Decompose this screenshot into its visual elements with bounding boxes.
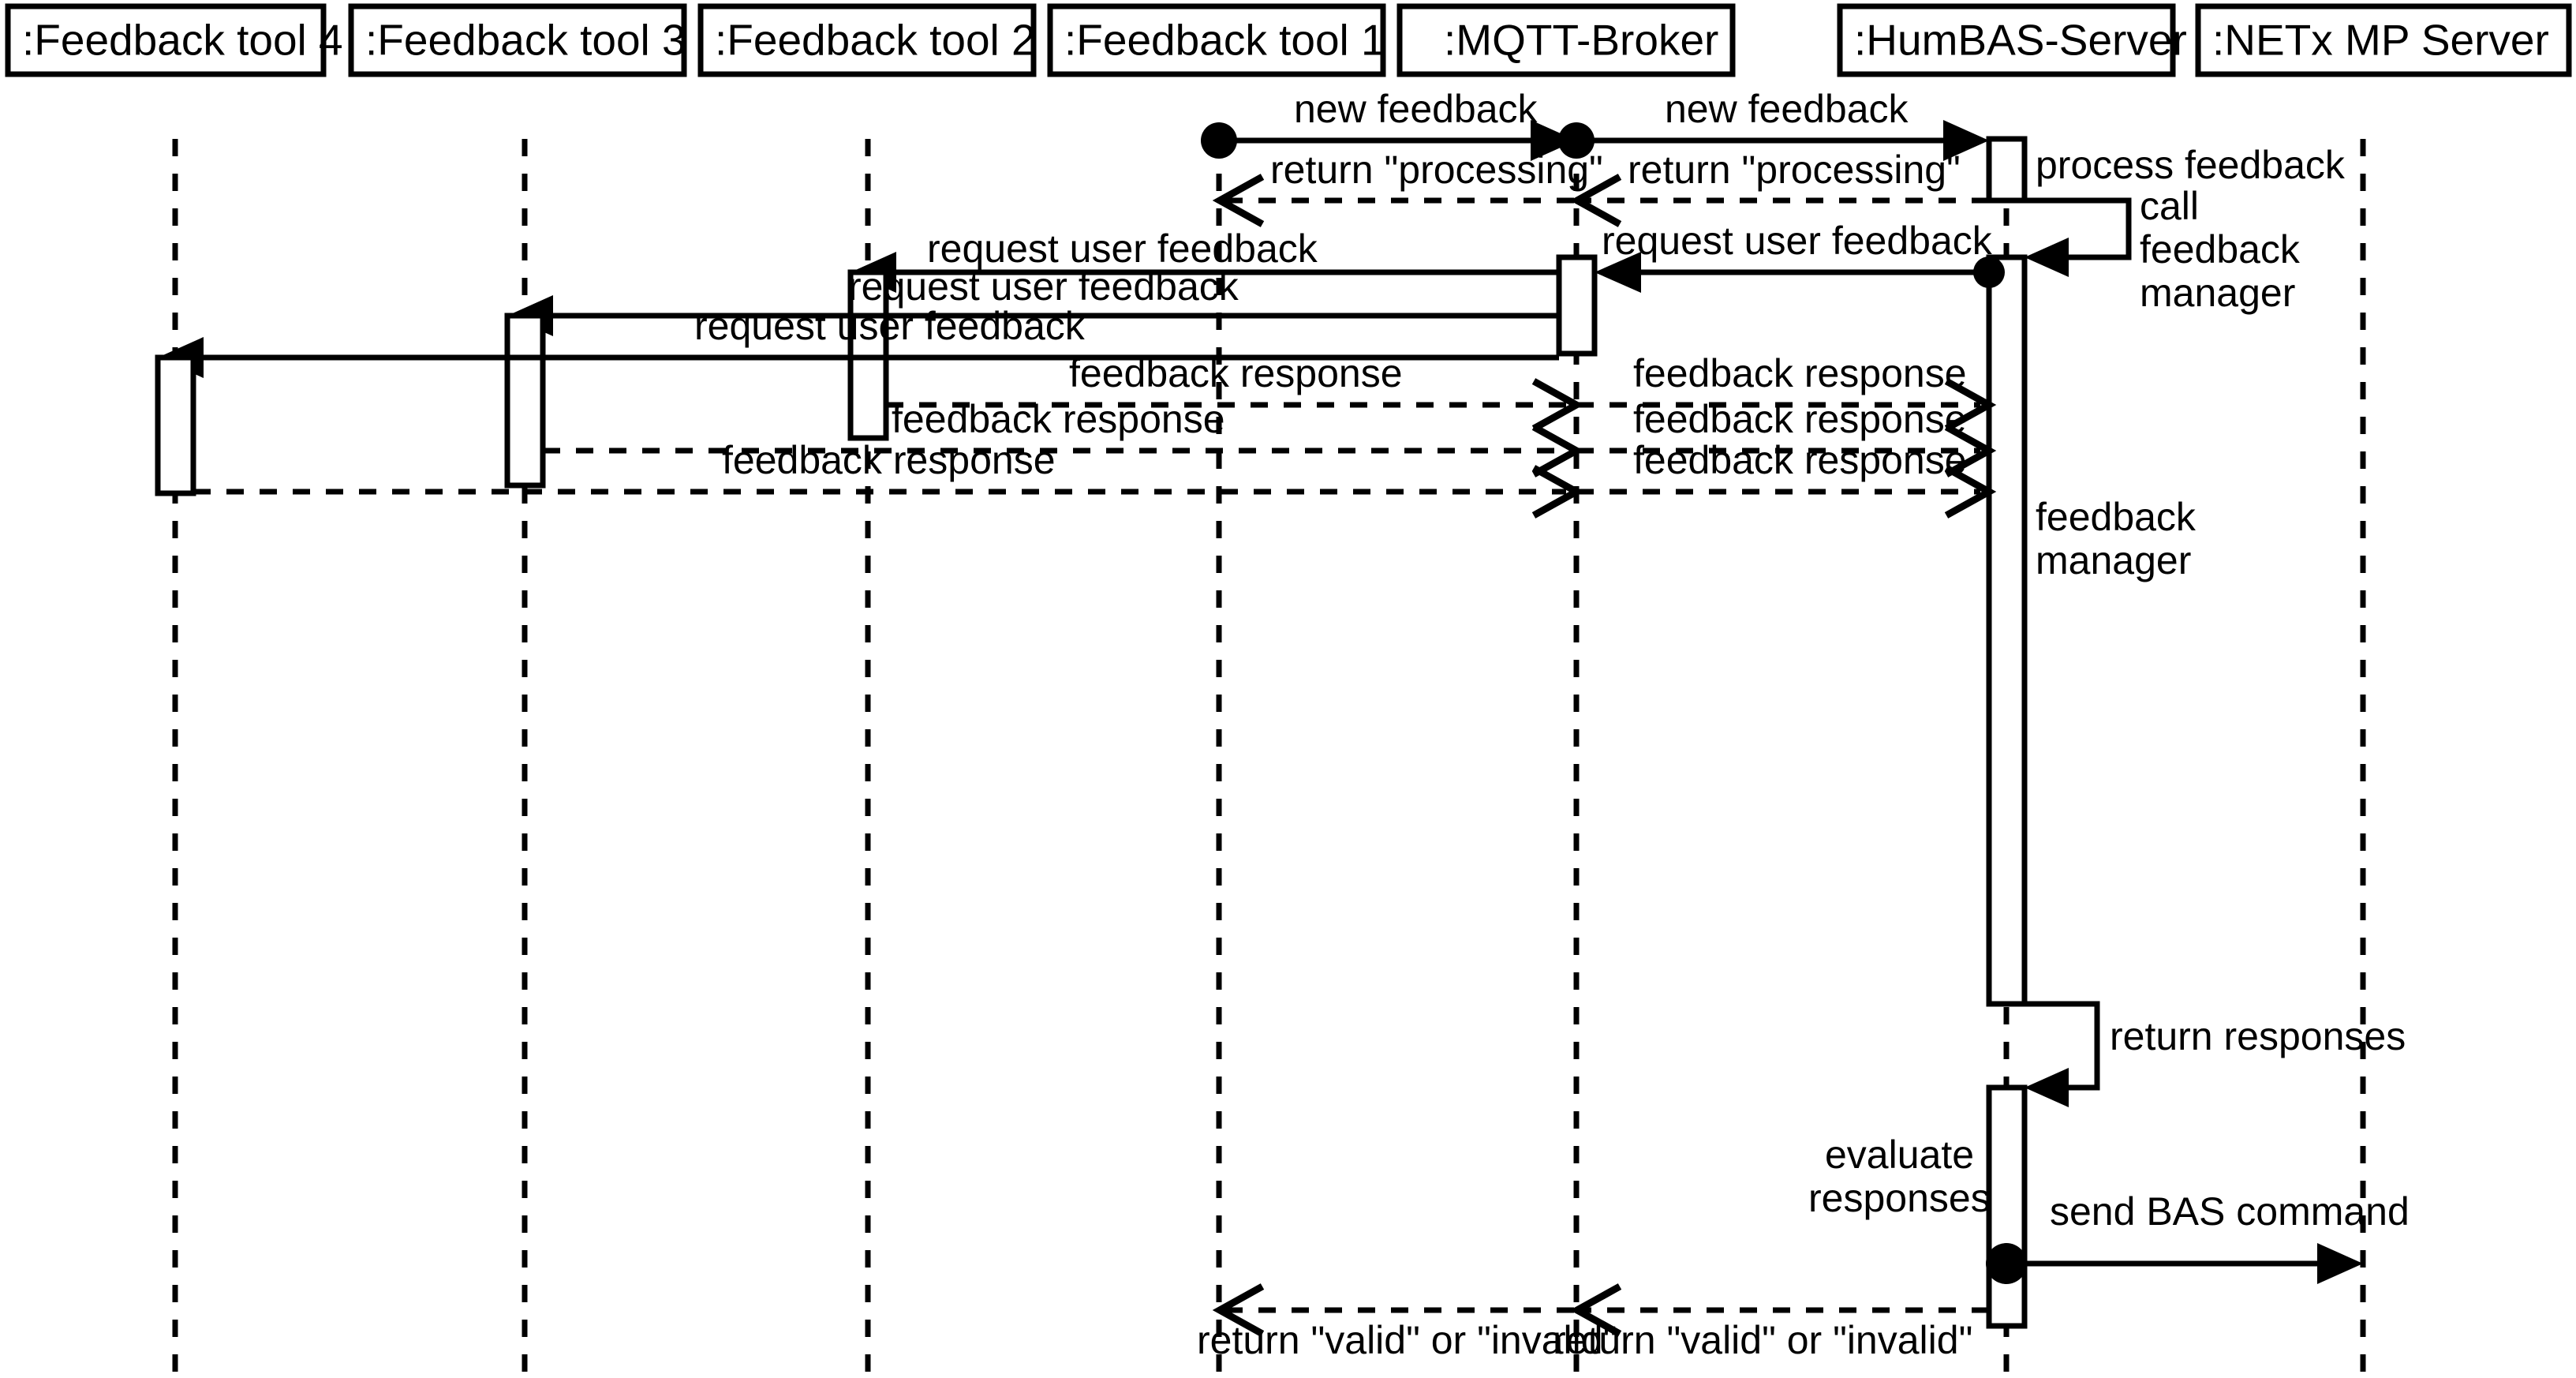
message-new-feedback-2[interactable]: new feedback — [1558, 87, 1989, 161]
source-dot-request-user-feedback-0 — [1973, 257, 2005, 288]
arrowhead-send-bas-command — [2317, 1243, 2363, 1284]
lifeline-box-ft1 — [1047, 3, 1386, 77]
lifeline-header-ft1[interactable]: :Feedback tool 1 — [1047, 3, 1386, 77]
arrowhead-return-processing-1 — [1212, 174, 1265, 227]
arrowhead-feedback-response-2b — [1944, 424, 1997, 477]
message-label-feedback-response-1a: feedback response — [1069, 351, 1403, 395]
lifeline-label-mqtt: :MQTT-Broker — [1444, 16, 1718, 65]
annotation-feedback-manager-1: feedback — [2036, 495, 2197, 539]
message-label-return-processing-2: return "processing" — [1628, 148, 1961, 192]
lifeline-label-ft2: :Feedback tool 2 — [715, 16, 1036, 65]
annotation-call-2: feedback — [2140, 227, 2301, 271]
message-return-valid-invalid-1[interactable]: return "valid" or "invalid" — [1197, 1283, 1617, 1362]
arrowhead-feedback-response-1b — [1944, 378, 1997, 432]
activation-feedback-tool-4[interactable] — [155, 354, 196, 496]
lifeline-header-ft2[interactable]: :Feedback tool 2 — [697, 3, 1037, 77]
message-label-request-user-feedback-2: request user feedback — [848, 264, 1239, 309]
self-message-line-return-responses — [2025, 1001, 2100, 1091]
message-feedback-response-3b[interactable]: feedback response — [1576, 438, 1997, 519]
annotation-return-responses: return responses — [2110, 1014, 2406, 1058]
message-new-feedback-1[interactable]: new feedback — [1201, 87, 1576, 161]
lifeline-headers: :Feedback tool 4 :Feedback tool 3 :Feedb… — [5, 3, 2572, 77]
arrowhead-new-feedback-1 — [1531, 120, 1576, 161]
message-label-request-user-feedback-3: request user feedback — [694, 304, 1086, 348]
lifeline-header-mqtt[interactable]: :MQTT-Broker — [1396, 3, 1736, 77]
lifeline-box-ft3 — [348, 3, 687, 77]
message-request-user-feedback-1[interactable]: request user feedback — [851, 227, 1559, 293]
arrowhead-return-processing-2 — [1569, 174, 1622, 227]
message-label-return-valid-invalid-1: return "valid" or "invalid" — [1197, 1318, 1617, 1362]
message-label-return-valid-invalid-2: return "valid" or "invalid" — [1553, 1318, 1972, 1362]
arrowhead-new-feedback-2 — [1943, 120, 1989, 161]
annotation-evaluate-1: evaluate — [1825, 1133, 1974, 1177]
arrowhead-call-feedback-manager — [2025, 238, 2069, 277]
message-request-user-feedback-0[interactable]: request user feedback — [1595, 219, 2005, 293]
message-label-new-feedback-1: new feedback — [1294, 87, 1538, 131]
lifeline-header-netx[interactable]: :NETx MP Server — [2195, 3, 2572, 77]
activation-feedback-tool-3[interactable] — [504, 313, 546, 489]
lifeline-box-netx — [2195, 3, 2572, 77]
annotation-call-3: manager — [2140, 271, 2295, 315]
message-label-feedback-response-1b: feedback response — [1633, 351, 1967, 395]
message-return-processing-2[interactable]: return "processing" — [1569, 148, 1989, 227]
message-feedback-response-1b[interactable]: feedback response — [1576, 351, 1997, 432]
self-message-line-call-feedback-manager — [2025, 197, 2132, 260]
annotation-feedback-manager-2: manager — [2036, 538, 2191, 582]
lifeline-header-ft3[interactable]: :Feedback tool 3 — [348, 3, 687, 77]
lifeline-label-ft1: :Feedback tool 1 — [1064, 16, 1385, 65]
lifeline-box-ft2 — [697, 3, 1037, 77]
self-message-return-responses[interactable]: return responses — [2025, 1001, 2406, 1107]
lifeline-label-ft3: :Feedback tool 3 — [365, 16, 686, 65]
lifeline-box-mqtt — [1396, 3, 1736, 77]
message-label-request-user-feedback-1: request user feedback — [927, 227, 1318, 271]
arrowhead-return-valid-invalid-2 — [1569, 1283, 1622, 1337]
message-feedback-response-1a[interactable]: feedback response — [886, 351, 1584, 432]
message-feedback-response-3a[interactable]: feedback response — [193, 438, 1584, 519]
message-label-feedback-response-3a: feedback response — [722, 438, 1056, 482]
message-label-return-processing-1: return "processing" — [1270, 148, 1603, 192]
activation-mqtt-broker[interactable] — [1556, 254, 1598, 357]
message-return-processing-1[interactable]: return "processing" — [1212, 148, 1603, 227]
message-feedback-response-2a[interactable]: feedback response — [543, 397, 1584, 477]
self-message-call-feedback-manager[interactable]: call feedback manager — [2025, 184, 2301, 315]
annotation-evaluate-2: responses — [1808, 1176, 1991, 1220]
activation-humbas-feedback-manager[interactable] — [1986, 254, 2028, 1007]
lifeline-label-netx: :NETx MP Server — [2212, 16, 2549, 65]
arrowhead-feedback-response-3b — [1944, 465, 1997, 519]
lifeline-label-ft4: :Feedback tool 4 — [22, 16, 343, 65]
lifeline-box-ft4 — [5, 3, 327, 77]
message-label-new-feedback-2: new feedback — [1665, 87, 1909, 131]
message-label-feedback-response-2b: feedback response — [1633, 397, 1967, 441]
activation-humbas-process-feedback[interactable] — [1986, 136, 2028, 204]
message-label-request-user-feedback-0: request user feedback — [1602, 219, 1993, 263]
message-label-send-bas-command: send BAS command — [2050, 1189, 2410, 1234]
arrowhead-return-responses — [2025, 1068, 2069, 1107]
annotation-process-feedback: process feedback — [2036, 143, 2346, 187]
lifeline-label-humbas: :HumBAS-Server — [1854, 16, 2187, 65]
arrowhead-request-user-feedback-0 — [1595, 252, 1641, 293]
lifeline-header-ft4[interactable]: :Feedback tool 4 — [5, 3, 343, 77]
message-label-feedback-response-3b: feedback response — [1633, 438, 1967, 482]
message-feedback-response-2b[interactable]: feedback response — [1576, 397, 1997, 477]
annotation-call-1: call — [2140, 184, 2199, 228]
found-message-dot-3 — [1986, 1243, 2027, 1284]
message-label-feedback-response-2a: feedback response — [892, 397, 1225, 441]
found-message-dot-1 — [1201, 122, 1237, 159]
lifeline-dashed-lines — [172, 139, 2366, 1378]
arrowhead-return-valid-invalid-1 — [1212, 1283, 1265, 1337]
activation-humbas-evaluate-responses[interactable] — [1986, 1084, 2028, 1329]
message-send-bas-command[interactable]: send BAS command — [1986, 1189, 2410, 1284]
message-request-user-feedback-2[interactable]: request user feedback — [507, 264, 1559, 336]
message-return-valid-invalid-2[interactable]: return "valid" or "invalid" — [1553, 1283, 1989, 1362]
lifeline-header-humbas[interactable]: :HumBAS-Server — [1837, 3, 2187, 77]
lifeline-box-humbas — [1837, 3, 2176, 77]
found-message-dot-2 — [1558, 122, 1595, 159]
